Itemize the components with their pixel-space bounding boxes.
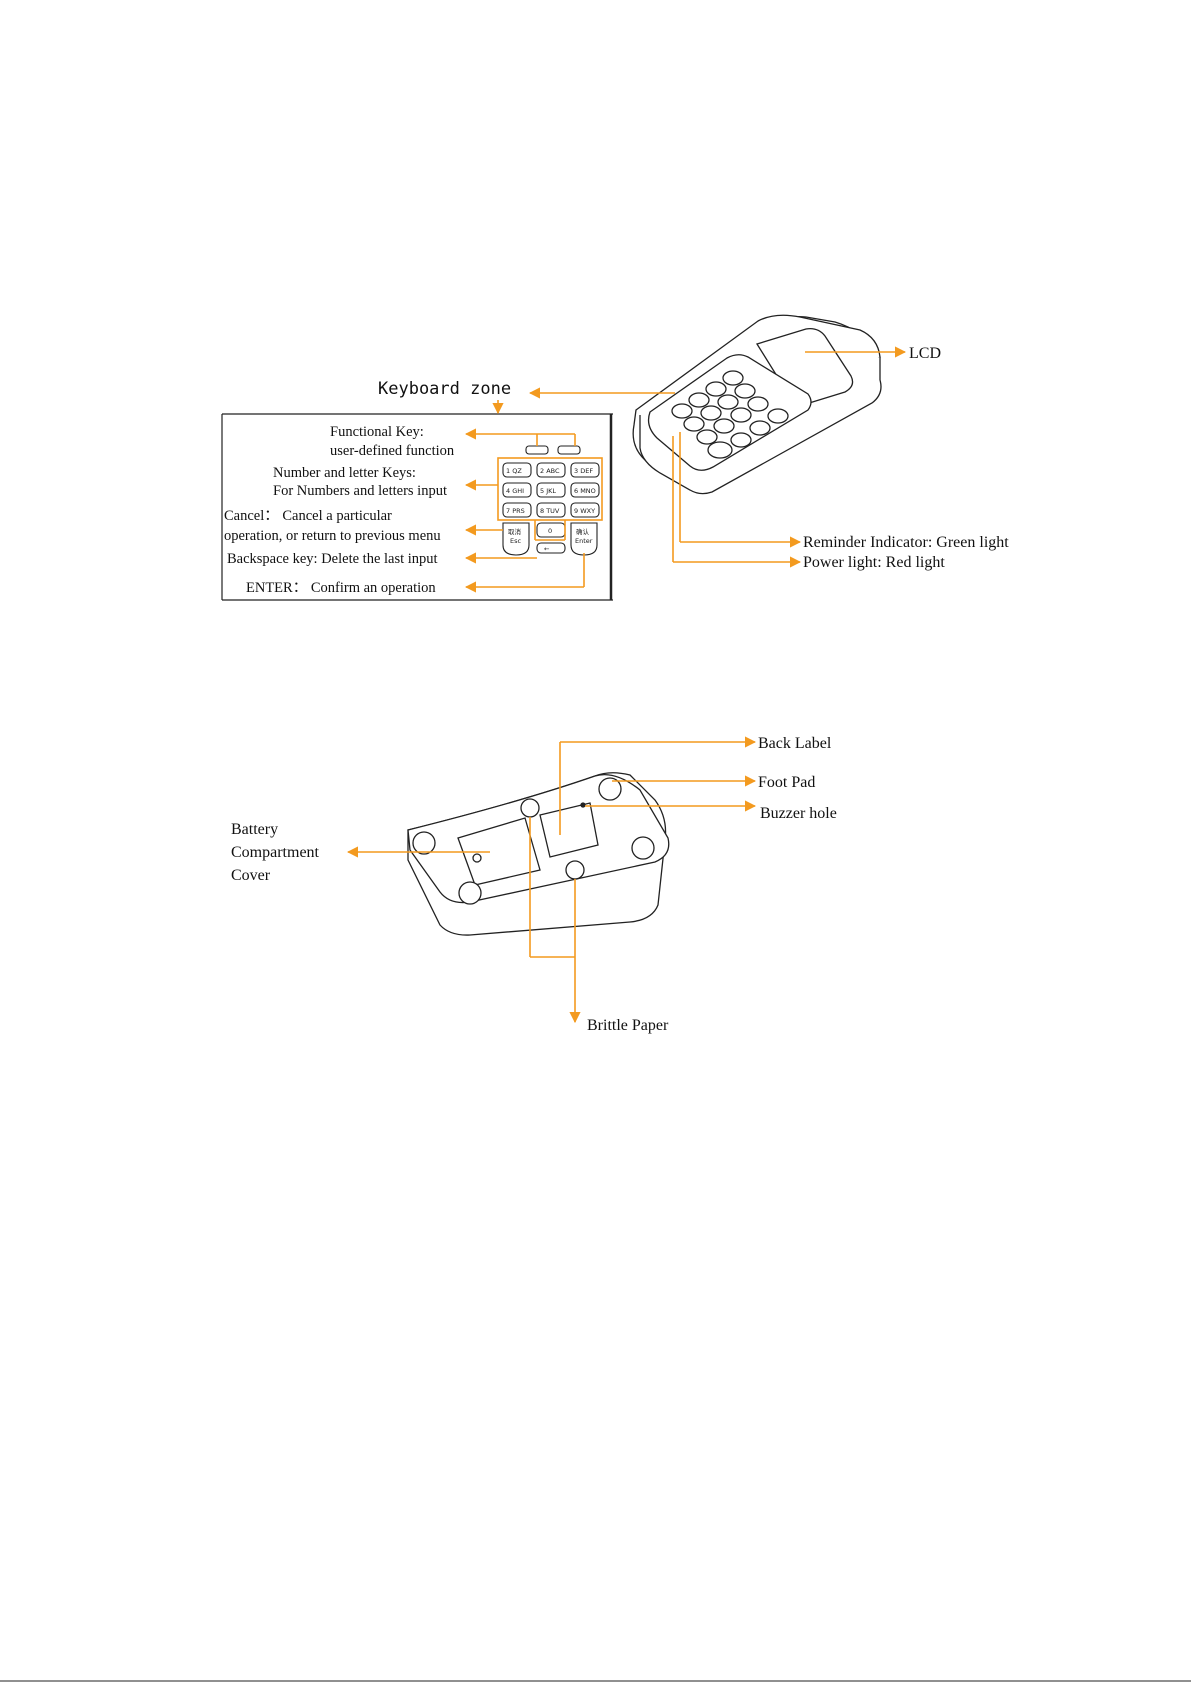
keypad-back-diagram: Back Label Foot Pad Buzzer hole Battery … bbox=[231, 735, 837, 1034]
cancel-desc-line2: operation, or return to previous menu bbox=[224, 528, 441, 544]
key-1-label: 1 QZ bbox=[506, 467, 522, 475]
brittle-paper-label: Brittle Paper bbox=[587, 1017, 669, 1034]
key-6-label: 6 MNO bbox=[574, 487, 596, 495]
backspace-desc: Backspace key: Delete the last input bbox=[227, 551, 438, 567]
foot-pad-4 bbox=[458, 881, 482, 905]
key-8 bbox=[536, 502, 566, 518]
foot-pad-label: Foot Pad bbox=[758, 774, 815, 791]
key-8-label: 8 TUV bbox=[540, 507, 560, 515]
key-5-label: 5 JKL bbox=[540, 487, 556, 495]
key-4 bbox=[502, 482, 532, 498]
key-9 bbox=[570, 502, 600, 518]
key-4-label: 4 GHI bbox=[506, 487, 524, 495]
buzzer-hole-dot bbox=[580, 802, 586, 808]
back-label-label: Back Label bbox=[758, 735, 832, 752]
back-label-shape bbox=[539, 802, 599, 858]
enter-desc: ENTER： Confirm an operation bbox=[246, 580, 436, 596]
foot-pad-3 bbox=[631, 836, 655, 860]
power-light-label: Power light: Red light bbox=[803, 554, 945, 571]
key-2-label: 2 ABC bbox=[540, 467, 560, 475]
key-9-label: 9 WXY bbox=[574, 507, 595, 515]
diagram1-labels: Keyboard zone LCD Functional Key: user-d… bbox=[224, 345, 1009, 596]
key-0-label: 0 bbox=[548, 527, 552, 535]
reminder-indicator-label: Reminder Indicator: Green light bbox=[803, 534, 1009, 551]
buzzer-hole-label: Buzzer hole bbox=[760, 805, 837, 822]
keypad-front-diagram: 1 QZ 2 ABC 3 DEF 4 GHI 5 JKL 6 MNO 7 PRS… bbox=[221, 314, 1009, 601]
keypad-device-drawing bbox=[632, 314, 882, 495]
key-1 bbox=[502, 462, 532, 478]
function-key-right bbox=[557, 445, 581, 455]
battery-label-line3: Cover bbox=[231, 867, 271, 884]
diagram2-labels: Back Label Foot Pad Buzzer hole Battery … bbox=[231, 735, 837, 1034]
key-2 bbox=[536, 462, 566, 478]
function-key-left bbox=[525, 445, 549, 455]
cancel-key-label: 取消 bbox=[508, 527, 522, 536]
keyboard-zone-label: Keyboard zone bbox=[378, 379, 511, 399]
number-keys-desc: For Numbers and letters input bbox=[273, 483, 447, 499]
key-3 bbox=[570, 462, 600, 478]
keypad-back-drawing bbox=[407, 772, 670, 936]
functional-key-desc: user-defined function bbox=[330, 443, 455, 459]
key-3-label: 3 DEF bbox=[574, 467, 593, 475]
enter-key-label: 确认 bbox=[576, 527, 590, 536]
key-5 bbox=[536, 482, 566, 498]
key-6 bbox=[570, 482, 600, 498]
number-keys-highlight bbox=[497, 457, 603, 541]
backspace-key-label: ← bbox=[544, 545, 550, 553]
key-7-label: 7 PRS bbox=[506, 507, 525, 515]
battery-cover-shape bbox=[457, 817, 541, 886]
keypad-detail-drawing bbox=[502, 445, 600, 556]
functional-key-title: Functional Key: bbox=[330, 424, 424, 440]
cancel-key-sublabel: Esc bbox=[510, 537, 521, 545]
diagram2-arrows bbox=[346, 736, 757, 1024]
enter-key-sublabel: Enter bbox=[575, 537, 593, 545]
backspace-key bbox=[536, 542, 566, 554]
foot-pad-1 bbox=[412, 831, 436, 855]
keypad-detail-panel bbox=[221, 413, 613, 601]
key-7 bbox=[502, 502, 532, 518]
battery-label-line1: Battery bbox=[231, 821, 278, 838]
cancel-desc-line1: Cancel： Cancel a particular bbox=[224, 508, 392, 524]
keypad-key-labels: 1 QZ 2 ABC 3 DEF 4 GHI 5 JKL 6 MNO 7 PRS… bbox=[506, 467, 596, 553]
battery-label-line2: Compartment bbox=[231, 844, 320, 861]
foot-pad-2 bbox=[598, 777, 622, 801]
diagram1-arrows bbox=[464, 346, 907, 593]
number-keys-title: Number and letter Keys: bbox=[273, 465, 416, 481]
lcd-label: LCD bbox=[909, 345, 941, 362]
cancel-key bbox=[502, 522, 530, 556]
